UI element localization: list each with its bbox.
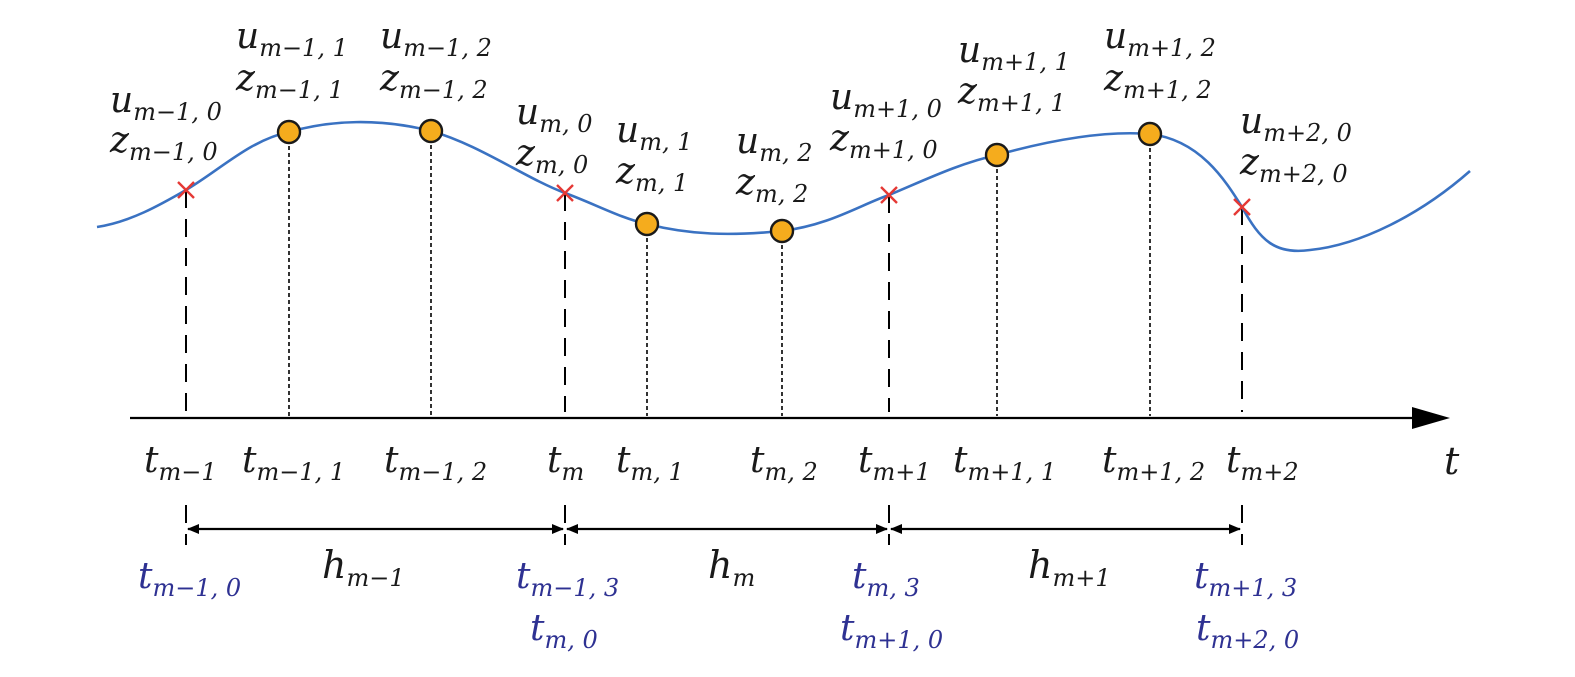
node-u-label: um+1, 0 [830, 77, 942, 123]
collocation-u-label: um+1, 1 [958, 30, 1070, 76]
collocation-state-labels: um−1, 1 zm−1, 1 um−1, 2 zm−1, 2 um, 1 zm… [235, 16, 1216, 208]
collocation-point [418, 118, 444, 144]
collocation-u-label: um−1, 1 [236, 16, 348, 62]
node-z-label: zm+1, 0 [829, 118, 938, 164]
collocation-z-label: zm−1, 1 [235, 58, 344, 104]
boundary-label: tm+1, 3 [1194, 556, 1297, 602]
interval-boundary-lines [185, 505, 1243, 545]
collocation-point [1137, 121, 1163, 147]
time-tick-label: tm+1, 2 [1102, 440, 1205, 486]
time-tick-label: tm [547, 440, 584, 486]
collocation-z-label: zm, 1 [615, 151, 688, 197]
collocation-z-label: zm, 2 [735, 162, 808, 208]
time-tick-label: tm+1 [858, 440, 931, 486]
time-tick-label: tm−1 [144, 440, 217, 486]
node-markers [177, 181, 1251, 216]
boundary-label: tm−1, 3 [516, 556, 619, 602]
collocation-u-label: um−1, 2 [380, 16, 492, 62]
collocation-markers [276, 118, 1163, 244]
node-cross-icon [556, 184, 574, 202]
node-cross-icon [880, 186, 898, 204]
interval-labels: hm−1 hm hm+1 [322, 543, 1111, 592]
time-tick-label: tm−1, 2 [384, 440, 487, 486]
boundary-label: tm+2, 0 [1196, 608, 1299, 654]
time-tick-labels: tm−1 tm−1, 1 tm−1, 2 tm tm, 1 tm, 2 tm+1… [144, 440, 1299, 486]
node-u-label: um−1, 0 [110, 80, 222, 126]
boundary-label: tm−1, 0 [138, 556, 241, 602]
time-tick-label: tm+2 [1226, 440, 1299, 486]
collocation-z-label: zm+1, 1 [957, 71, 1066, 117]
collocation-point [984, 142, 1010, 168]
time-tick-label: tm−1, 1 [242, 440, 345, 486]
collocation-u-label: um+1, 2 [1104, 16, 1216, 62]
node-z-label: zm+2, 0 [1239, 142, 1348, 188]
boundary-label: tm, 0 [530, 608, 598, 654]
boundary-label: tm, 3 [852, 556, 920, 602]
boundary-labels: tm−1, 0 tm−1, 3 tm, 0 tm, 3 tm+1, 0 tm+1… [138, 556, 1299, 654]
node-z-label: zm−1, 0 [109, 120, 218, 166]
collocation-u-label: um, 1 [616, 110, 692, 156]
interval-length-label: hm [708, 543, 755, 592]
collocation-z-label: zm−1, 2 [379, 58, 488, 104]
collocation-point [276, 119, 302, 145]
node-u-label: um, 0 [516, 92, 592, 138]
time-axis-label: t [1444, 439, 1460, 483]
time-tick-label: tm+1, 1 [953, 440, 1056, 486]
node-u-label: um+2, 0 [1240, 101, 1352, 147]
collocation-u-label: um, 2 [736, 121, 812, 167]
interval-length-label: hm+1 [1028, 543, 1111, 592]
time-tick-label: tm, 2 [750, 440, 818, 486]
interval-length-label: hm−1 [322, 543, 405, 592]
node-state-labels: um−1, 0 zm−1, 0 um, 0 zm, 0 um+1, 0 zm+1… [109, 77, 1352, 188]
boundary-label: tm+1, 0 [840, 608, 943, 654]
collocation-point [769, 218, 795, 244]
node-drop-lines [185, 190, 1243, 412]
collocation-point [634, 211, 660, 237]
time-axis-arrowhead [1412, 407, 1450, 429]
time-tick-label: tm, 1 [616, 440, 684, 486]
node-cross-icon [177, 181, 195, 199]
node-cross-icon [1233, 198, 1251, 216]
time-axis: t [130, 407, 1460, 483]
collocation-drop-lines [288, 131, 1151, 416]
node-z-label: zm, 0 [515, 133, 588, 179]
collocation-z-label: zm+1, 2 [1103, 58, 1212, 104]
